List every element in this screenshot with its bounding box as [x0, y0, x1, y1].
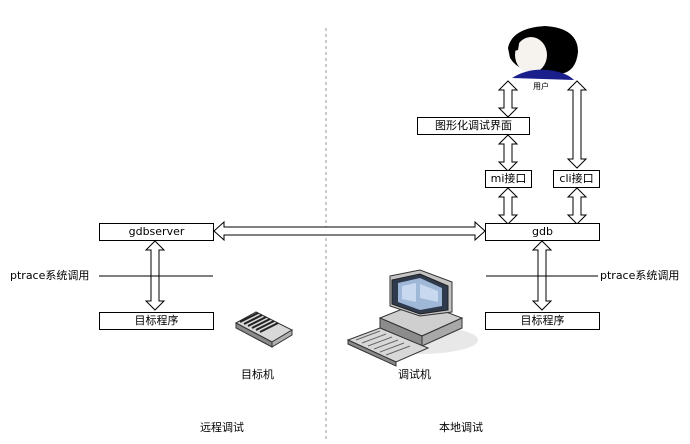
- user-label: 用户: [533, 82, 549, 91]
- network-switch-icon: [234, 311, 294, 348]
- user-avatar-icon: [508, 26, 578, 80]
- target-program-box-right: 目标程序: [485, 312, 600, 330]
- cli-interface-box: cli接口: [553, 170, 600, 188]
- ptrace-label-left: ptrace系统调用: [10, 269, 90, 282]
- target-machine-label: 目标机: [241, 368, 274, 381]
- arrow-gui-mi: [498, 134, 518, 172]
- arrow-cli-gdb: [567, 187, 587, 225]
- ptrace-label-right: ptrace系统调用: [600, 269, 680, 282]
- desktop-computer-icon: [346, 269, 478, 367]
- arrow-user-cli: [566, 80, 588, 169]
- arrow-user-gui: [498, 80, 518, 118]
- gdbserver-box: gdbserver: [99, 223, 214, 241]
- debug-machine-label: 调试机: [398, 368, 431, 381]
- remote-debug-label: 远程调试: [200, 421, 244, 434]
- mi-interface-box: mi接口: [485, 170, 532, 188]
- arrow-gdbserver-gdb: [213, 220, 486, 242]
- target-program-box-left: 目标程序: [99, 312, 214, 330]
- arrow-mi-gdb: [498, 187, 518, 225]
- gui-box: 图形化调试界面: [417, 117, 530, 135]
- gdb-box: gdb: [485, 223, 600, 241]
- local-debug-label: 本地调试: [439, 421, 483, 434]
